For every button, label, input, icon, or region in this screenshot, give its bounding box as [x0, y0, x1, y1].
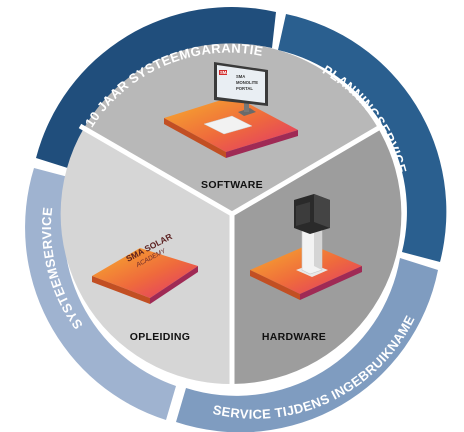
screen-line3: PORTAL [236, 86, 253, 91]
segment-label-training: OPLEIDING [130, 331, 190, 343]
ring-segment-commissioning [176, 258, 438, 432]
ring-segment-planning [278, 14, 447, 262]
screen-line1: SMA [236, 74, 245, 79]
screen-line2: MONOLITE [236, 80, 258, 85]
divider-left [78, 123, 234, 217]
screen-brand: SMA [220, 70, 229, 75]
training-illustration: SMA SOLAR ACADEMY [92, 231, 198, 304]
software-illustration: SMA SMA MONOLITE PORTAL [164, 62, 298, 158]
hardware-illustration [250, 194, 362, 300]
segment-label-software: SOFTWARE [201, 179, 263, 191]
ring-segment-warranty [36, 7, 276, 171]
divider-right [230, 123, 384, 217]
segment-label-hardware: HARDWARE [262, 331, 326, 343]
